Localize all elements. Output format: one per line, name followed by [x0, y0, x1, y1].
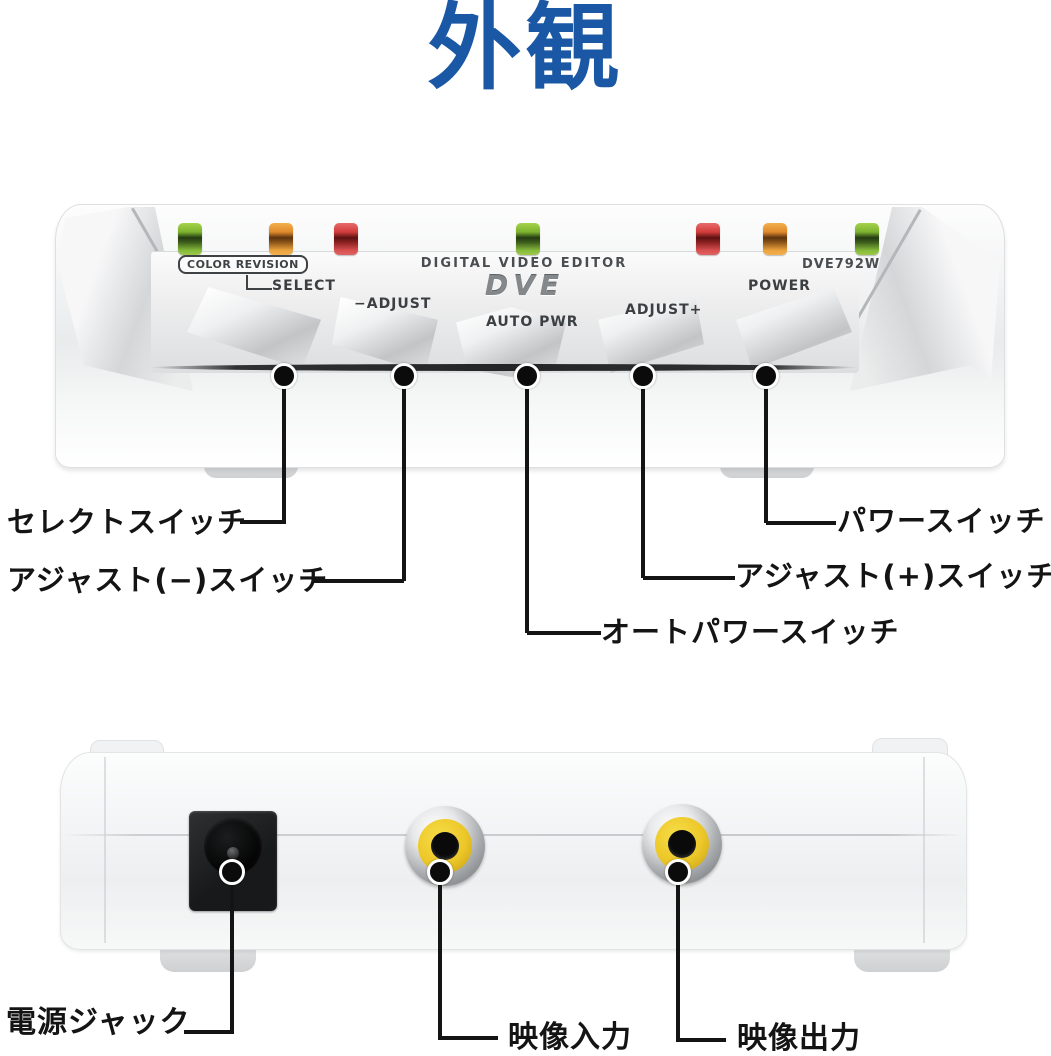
callout-line — [641, 376, 645, 578]
rca-center-hole — [431, 832, 459, 860]
led-indicator-icon — [763, 223, 787, 255]
adjust-minus-label: −ADJUST — [354, 296, 432, 312]
led-indicator-icon — [334, 223, 358, 255]
callout-label-video-input: 映像入力 — [508, 1020, 632, 1055]
callout-label-select-switch: セレクトスイッチ — [7, 505, 248, 539]
callout-label-auto-power-switch: オートパワースイッチ — [601, 615, 900, 649]
power-label: POWER — [748, 278, 811, 294]
callout-dot-adjust-plus — [630, 363, 656, 389]
label-connector-line — [246, 275, 248, 290]
model-number-label: DVE792W — [802, 257, 881, 272]
callout-line — [312, 579, 404, 583]
callout-dot-video-output — [665, 859, 691, 885]
led-indicator-icon — [269, 223, 293, 255]
rear-view-device — [60, 752, 967, 950]
dve-logo: DVE — [484, 269, 565, 302]
callout-line — [240, 520, 286, 524]
callout-line — [184, 1030, 234, 1034]
callout-dot-adjust-minus — [391, 363, 417, 389]
callout-line — [402, 376, 406, 581]
color-revision-label: COLOR REVISION — [178, 255, 308, 274]
callout-label-power-switch: パワースイッチ — [837, 504, 1046, 538]
case-crease — [923, 757, 925, 943]
button-shadow-band — [151, 364, 857, 371]
callout-label-adjust-plus-switch: アジャスト(+)スイッチ — [735, 559, 1051, 593]
callout-dot-power — [753, 363, 779, 389]
label-connector-line — [246, 288, 272, 290]
callout-line — [440, 1036, 498, 1040]
product-line-label: DIGITAL VIDEO EDITOR — [420, 256, 628, 271]
callout-dot-power-jack — [219, 859, 245, 885]
callout-dot-select — [271, 363, 297, 389]
case-seam-line — [63, 834, 962, 836]
led-indicator-icon — [855, 223, 879, 255]
front-view-device: COLOR REVISION SELECT −ADJUST DIGITAL VI… — [55, 204, 1005, 468]
callout-line — [676, 872, 680, 1042]
callout-label-adjust-minus-switch: アジャスト(−)スイッチ — [7, 563, 329, 597]
auto-pwr-label: AUTO PWR — [486, 314, 579, 330]
callout-line — [643, 576, 735, 580]
callout-line — [438, 872, 442, 1040]
callout-label-video-output: 映像出力 — [737, 1021, 861, 1056]
panel-edge-line — [151, 251, 859, 252]
adjust-plus-label: ADJUST+ — [625, 302, 703, 318]
callout-line — [764, 376, 768, 523]
callout-dot-video-input — [427, 859, 453, 885]
led-indicator-icon — [178, 223, 202, 255]
callout-label-power-jack: 電源ジャック — [6, 1005, 191, 1040]
led-indicator-icon — [696, 223, 720, 255]
case-crease — [104, 757, 106, 943]
callout-line — [282, 376, 286, 522]
callout-dot-auto-power — [514, 363, 540, 389]
select-label: SELECT — [272, 278, 336, 294]
callout-line — [678, 1038, 726, 1042]
callout-line — [766, 521, 836, 525]
callout-line — [525, 376, 529, 633]
rca-center-hole — [668, 830, 696, 858]
dc-jack-pin — [227, 847, 239, 859]
callout-line — [527, 631, 601, 635]
callout-line — [230, 872, 234, 1034]
page-title: 外観 — [427, 0, 624, 103]
led-indicator-icon — [516, 223, 540, 255]
